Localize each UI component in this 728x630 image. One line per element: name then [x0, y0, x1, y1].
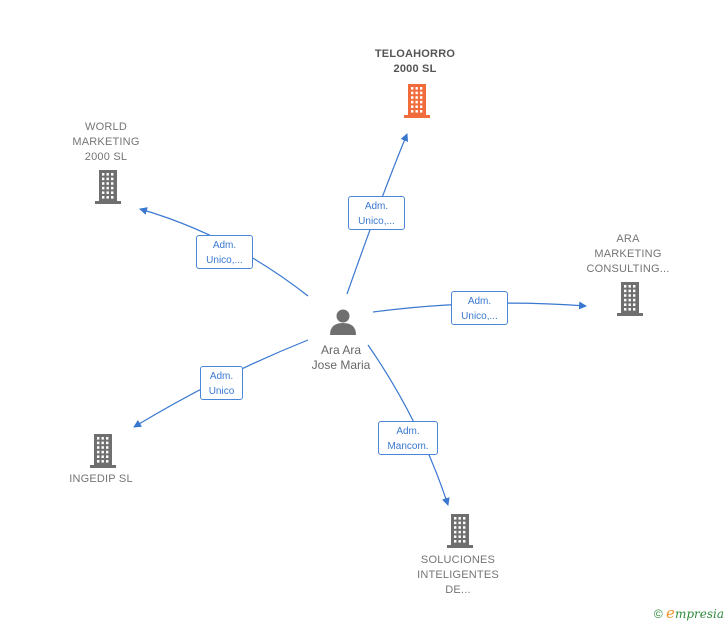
person-name-line: Jose Maria: [311, 358, 371, 372]
company-name-line: MARKETING: [72, 136, 140, 148]
role-text: Adm.: [364, 201, 389, 212]
building-icon-world-marketing[interactable]: [95, 170, 121, 204]
company-name-line: DE...: [445, 584, 471, 596]
company-name-world-marketing[interactable]: WORLD MARKETING 2000 SL: [51, 120, 161, 165]
company-name-ingedip[interactable]: INGEDIP SL: [46, 472, 156, 487]
building-icon-ingedip[interactable]: [90, 434, 116, 468]
company-name-line: MARKETING: [594, 248, 662, 260]
role-badge-ingedip[interactable]: Adm. Unico: [200, 366, 243, 400]
role-text: Unico,...: [358, 216, 395, 227]
company-name-line: INGEDIP SL: [69, 473, 133, 485]
logo-text: mpresia: [674, 607, 724, 621]
company-name-line: 2000 SL: [393, 63, 437, 75]
role-badge-ara-marketing[interactable]: Adm. Unico,...: [451, 291, 508, 325]
company-name-teloahorro[interactable]: TELOAHORRO 2000 SL: [360, 47, 470, 77]
company-name-line: SOLUCIONES: [420, 554, 496, 566]
role-badge-soluciones[interactable]: Adm. Mancom.: [378, 421, 438, 455]
company-name-ara-marketing[interactable]: ARA MARKETING CONSULTING...: [573, 232, 683, 277]
role-text: Unico,...: [206, 255, 243, 266]
company-name-soluciones[interactable]: SOLUCIONES INTELIGENTES DE...: [398, 553, 518, 598]
role-text: Unico: [208, 386, 235, 397]
role-badge-world-marketing[interactable]: Adm. Unico,...: [196, 235, 253, 269]
role-text: Adm.: [467, 296, 492, 307]
empresia-logo[interactable]: © empresia: [654, 604, 724, 622]
company-name-line: 2000 SL: [84, 151, 128, 163]
building-icon-ara-marketing[interactable]: [617, 282, 643, 316]
role-text: Adm.: [209, 371, 234, 382]
person-icon[interactable]: [330, 309, 356, 336]
copyright-symbol: ©: [653, 607, 663, 621]
logo-e: e: [666, 604, 675, 622]
company-name-line: WORLD: [85, 121, 127, 133]
person-name-line: Ara Ara: [320, 343, 362, 357]
building-icon-soluciones[interactable]: [447, 514, 473, 548]
company-name-line: CONSULTING...: [586, 263, 670, 275]
company-name-line: INTELIGENTES: [417, 569, 499, 581]
company-name-line: ARA: [616, 233, 640, 245]
role-text: Mancom.: [387, 441, 429, 452]
role-text: Adm.: [212, 240, 237, 251]
company-name-line: TELOAHORRO: [374, 48, 456, 60]
building-icon-teloahorro[interactable]: [404, 84, 430, 118]
role-text: Adm.: [396, 426, 420, 437]
role-badge-teloahorro[interactable]: Adm. Unico,...: [348, 196, 405, 230]
role-text: Unico,...: [461, 311, 498, 322]
